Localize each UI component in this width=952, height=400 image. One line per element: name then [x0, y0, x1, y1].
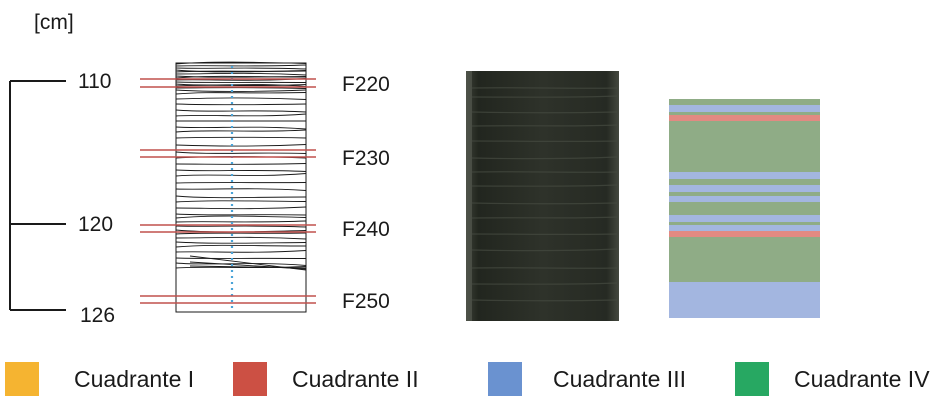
lamination-line: [175, 169, 307, 172]
quadrant-band: [669, 121, 820, 172]
legend-swatch-cuadrante-iv: [735, 362, 769, 396]
core-photo-edge-left: [466, 71, 472, 321]
lamination-line: [175, 136, 307, 139]
log-outline: [175, 62, 307, 313]
lamination-line: [175, 220, 307, 223]
lamination-line: [175, 232, 307, 235]
lamination-line: [175, 109, 307, 113]
legend-label-cuadrante-ii: Cuadrante II: [292, 366, 419, 392]
legend-label-cuadrante-iii: Cuadrante III: [553, 366, 686, 392]
lamination-line: [175, 163, 307, 165]
quadrant-band: [669, 192, 820, 196]
quadrant-band: [669, 215, 820, 222]
photo-lamina: [471, 184, 618, 187]
lamination-line: [175, 257, 307, 259]
lamination-line: [175, 266, 307, 269]
photo-lamina: [471, 202, 618, 205]
quadrant-band: [669, 237, 820, 282]
depth-label-120: 120: [78, 213, 114, 236]
lamination-line: [175, 195, 307, 199]
lamination-line: [175, 64, 307, 67]
quadrant-band: [669, 99, 820, 105]
photo-lamina: [471, 95, 618, 98]
lamination-line: [175, 206, 307, 210]
sample-lines: [140, 78, 316, 304]
sample-label-f230: F230: [342, 147, 390, 170]
depth-scale: [9, 80, 66, 311]
lamination-line: [175, 200, 307, 203]
legend-label-cuadrante-iv: Cuadrante IV: [794, 366, 930, 392]
lamination-line: [189, 265, 307, 269]
quadrant-band: [669, 185, 820, 192]
lamination-line: [175, 188, 307, 191]
lamination-line: [175, 70, 307, 73]
lamination-line: [175, 182, 307, 184]
depth-label-110: 110: [78, 70, 112, 93]
unit-label: [cm]: [34, 11, 74, 34]
photo-lamina: [471, 267, 618, 269]
legend-swatch-cuadrante-iii: [488, 362, 522, 396]
quadrant-band: [669, 115, 820, 121]
lamination-line: [175, 213, 307, 216]
quadrant-band: [669, 225, 820, 231]
photo-lamina: [471, 111, 618, 114]
photo-lamina: [471, 282, 618, 285]
core-photo: [466, 71, 619, 321]
photo-lamina: [471, 171, 618, 173]
lamination-line: [175, 151, 307, 154]
lamination-log: [175, 61, 307, 313]
lamination-line: [175, 129, 307, 133]
photo-lamina: [471, 124, 618, 127]
lamination-line: [175, 92, 307, 95]
lamination-line: [175, 103, 307, 106]
depth-label-126: 126: [80, 304, 116, 327]
quadrant-band: [669, 105, 820, 112]
quadrant-band: [669, 196, 820, 202]
lamination-line: [175, 244, 307, 248]
lamination-line: [175, 75, 307, 79]
quadrant-band: [669, 282, 820, 318]
quadrant-band: [669, 222, 820, 225]
quadrant-band: [669, 172, 820, 179]
lamination-line: [175, 144, 307, 147]
quadrant-band: [669, 179, 820, 185]
lamination-line: [175, 67, 307, 70]
photo-lamina: [471, 216, 618, 219]
quadrant-band: [669, 231, 820, 237]
sample-label-f220: F220: [342, 73, 390, 96]
lamination-line: [175, 236, 307, 240]
lamination-line: [175, 225, 307, 228]
quadrant-bands: [669, 99, 820, 318]
photo-lamina: [471, 87, 618, 89]
photo-lamina: [471, 248, 618, 252]
sample-label-f240: F240: [342, 218, 390, 241]
quadrant-band: [669, 112, 820, 115]
legend-swatch-cuadrante-ii: [233, 362, 267, 396]
sample-label-f250: F250: [342, 290, 390, 313]
legend-label-cuadrante-i: Cuadrante I: [74, 366, 195, 392]
lamination-line: [175, 241, 307, 244]
legend-swatch-cuadrante-i: [5, 362, 39, 396]
photo-lamina: [471, 299, 618, 302]
photo-lamina: [471, 156, 618, 160]
lamination-line: [175, 61, 307, 65]
quadrant-band: [669, 202, 820, 215]
lamination-line: [175, 262, 307, 266]
lamination-line: [175, 81, 307, 83]
core-photo-laminae: [471, 87, 618, 302]
